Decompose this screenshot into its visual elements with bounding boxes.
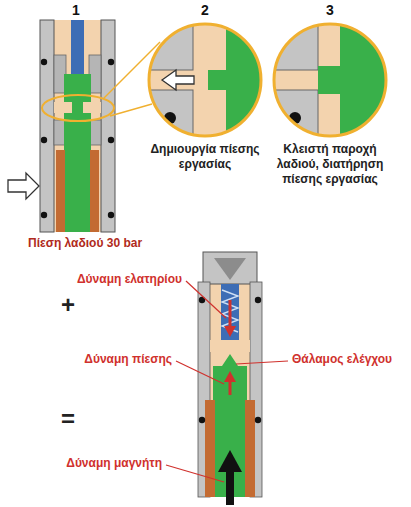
caption-text: Κλειστή παροχή λαδιού, διατήρηση πίεσης … <box>262 142 398 187</box>
operator-sign: = <box>56 404 80 434</box>
callout-number: 2 <box>197 2 213 20</box>
zoom-circle <box>145 20 266 140</box>
leader-line <box>166 281 288 482</box>
operator-sign: + <box>56 290 80 320</box>
force-label: Δύναμη μαγνήτη <box>10 456 162 471</box>
force-label: Δύναμη ελατηρίου <box>30 272 182 287</box>
pressure-label: Πίεση λαδιού 30 bar <box>28 236 188 251</box>
callout-number: 1 <box>68 2 84 20</box>
chamber-label: Θάλαμος ελέγχου <box>292 352 408 367</box>
valve-section <box>198 252 262 505</box>
zoom-circle <box>270 20 390 140</box>
valve-section <box>8 20 160 232</box>
caption-text: Δημιουργία πίεσης εργασίας <box>150 142 260 172</box>
callout-number: 3 <box>322 2 338 20</box>
force-label: Δύναμη πίεσης <box>30 352 172 367</box>
